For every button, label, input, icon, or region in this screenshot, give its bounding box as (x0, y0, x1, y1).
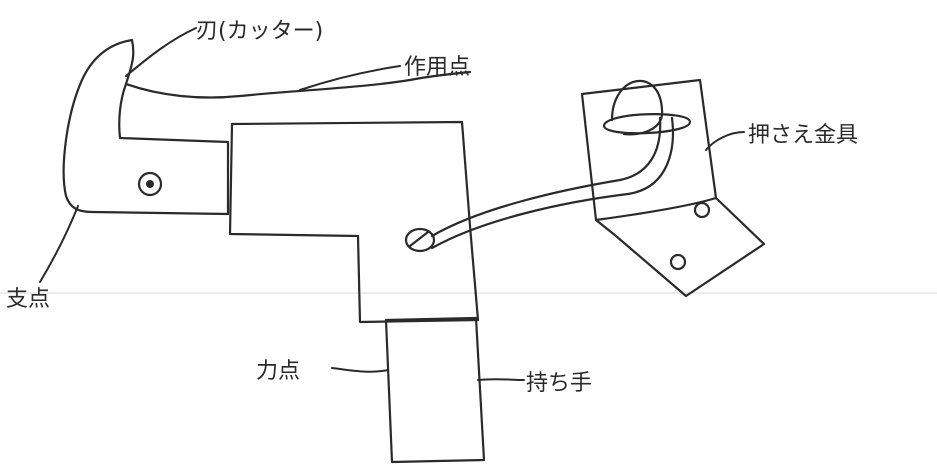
lever-plate (228, 120, 480, 324)
wire-inner (430, 116, 674, 250)
screw-slot (408, 230, 430, 248)
label-clamp: 押さえ金具 (748, 123, 858, 148)
label-force-point: 力点 (256, 359, 300, 384)
screw-head (404, 227, 436, 253)
leader-force-point (331, 367, 389, 373)
leader-fulcrum (39, 205, 79, 283)
leader-handle (477, 378, 525, 381)
leader-clamp (705, 131, 745, 151)
label-effort-point: 作用点 (404, 55, 470, 80)
wire (430, 116, 662, 238)
leader-effort-point (299, 65, 401, 91)
clamp-hole-lower (669, 253, 687, 271)
blade-edge (124, 70, 472, 99)
clamp-slot (602, 113, 692, 135)
label-handle: 持ち手 (526, 371, 592, 396)
clamp-hole-upper (693, 201, 711, 219)
label-fulcrum: 支点 (6, 287, 50, 312)
handle-bar (384, 316, 486, 464)
leader-blade (125, 27, 197, 77)
label-blade: 刃(カッター) (196, 19, 323, 44)
clamp-bracket (580, 78, 766, 298)
blade-body (62, 38, 230, 216)
clamp-fold (594, 196, 718, 222)
pivot-pin-center (146, 180, 154, 188)
pivot-pin (137, 171, 163, 197)
